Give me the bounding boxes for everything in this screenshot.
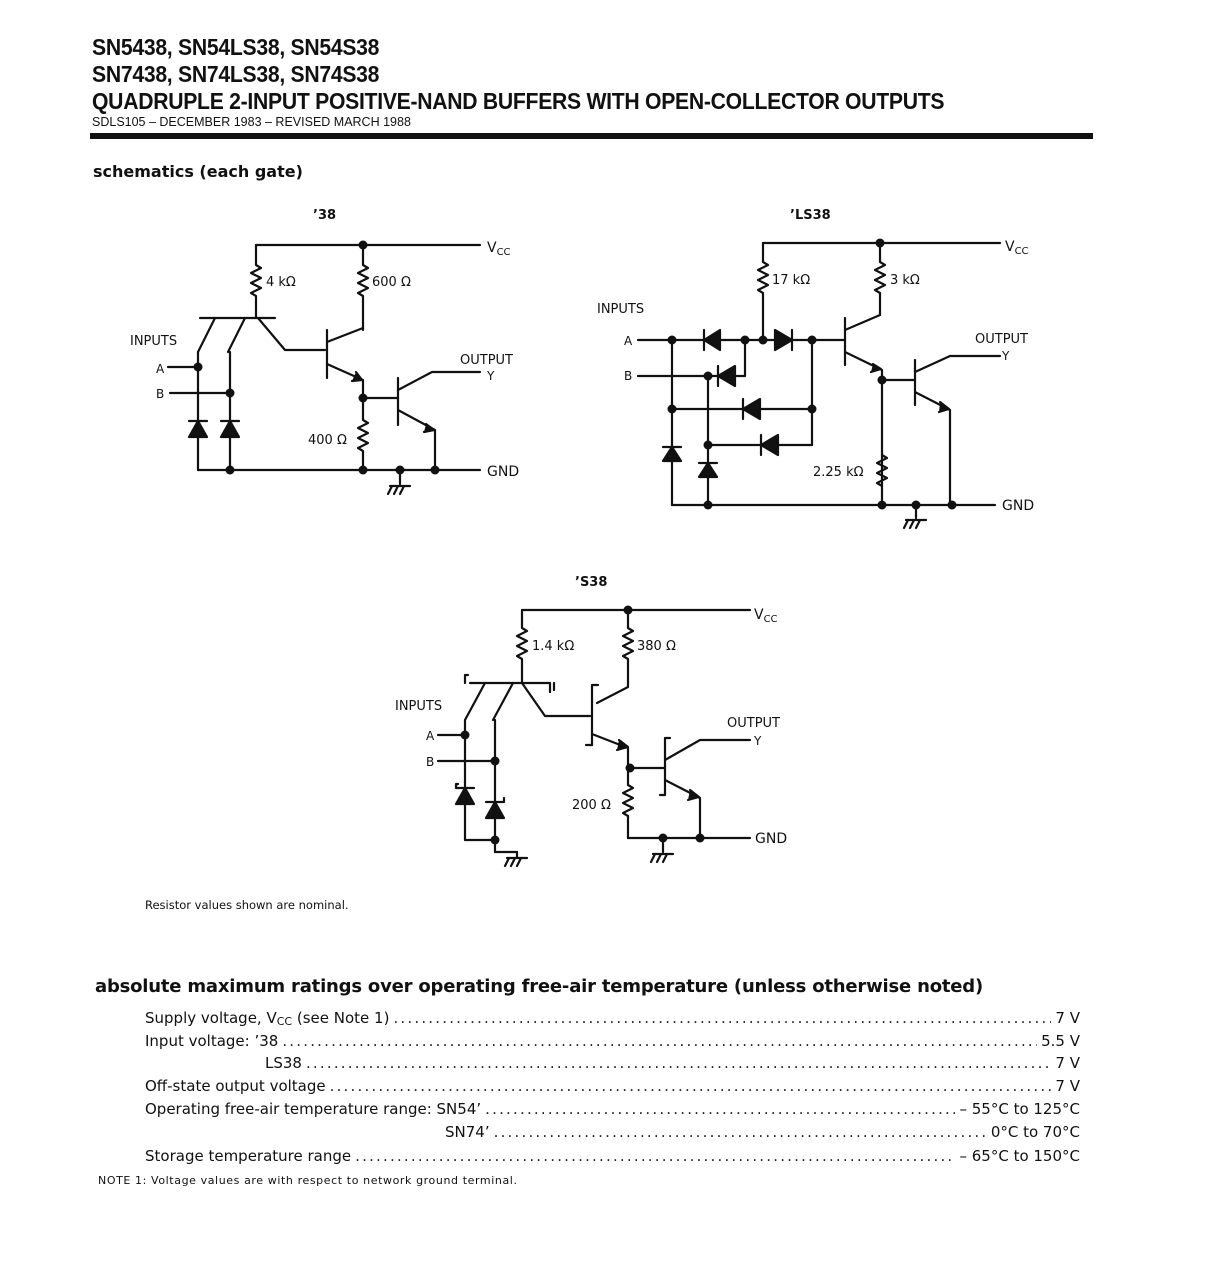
rating-row: Storage temperature range ..............…	[145, 1147, 1080, 1165]
svg-text:OUTPUT: OUTPUT	[460, 353, 513, 368]
svg-text:A: A	[156, 362, 165, 376]
schematics-diagram: ’38 VCC 4 kΩ 600 Ω INPUTS A B 400 Ω	[130, 208, 1034, 868]
resistor-400-label: 400 Ω	[308, 433, 347, 448]
svg-text:1.4 kΩ: 1.4 kΩ	[532, 639, 574, 654]
svg-text:GND: GND	[755, 831, 787, 847]
svg-text:VCC: VCC	[754, 607, 778, 625]
document-header: SN5438, SN54LS38, SN54S38 SN7438, SN74LS…	[92, 34, 1092, 129]
rating-row: SN74’ ..................................…	[445, 1123, 1080, 1141]
svg-text:’LS38: ’LS38	[790, 208, 831, 223]
schematic-s38: ’S38 VCC 1.4 kΩ 380 Ω INPUTS A B	[395, 575, 787, 868]
part-numbers-line-1: SN5438, SN54LS38, SN54S38	[92, 34, 380, 60]
svg-text:A: A	[624, 334, 633, 348]
svg-text:B: B	[624, 369, 632, 383]
document-title: QUADRUPLE 2-INPUT POSITIVE-NAND BUFFERS …	[92, 88, 945, 114]
rating-row: Supply voltage, VCC (see Note 1) .......…	[145, 1009, 1080, 1028]
schematic-38: ’38 VCC 4 kΩ 600 Ω INPUTS A B 400 Ω	[130, 208, 519, 496]
resistor-4k-label: 4 kΩ	[266, 275, 296, 290]
svg-text:B: B	[426, 755, 434, 769]
part-numbers-line-2: SN7438, SN74LS38, SN74S38	[92, 61, 380, 87]
schematic-ls38: ’LS38 VCC 17 kΩ 3 kΩ INPUTS A B	[597, 208, 1034, 530]
svg-text:2.25 kΩ: 2.25 kΩ	[813, 465, 864, 480]
svg-text:B: B	[156, 387, 164, 401]
svg-text:3 kΩ: 3 kΩ	[890, 273, 920, 288]
resistor-600-label: 600 Ω	[372, 275, 411, 290]
svg-text:Y: Y	[1001, 349, 1010, 363]
svg-text:GND: GND	[487, 464, 519, 480]
svg-text:INPUTS: INPUTS	[597, 302, 644, 317]
svg-text:A: A	[426, 729, 435, 743]
svg-text:17 kΩ: 17 kΩ	[772, 273, 810, 288]
svg-text:Y: Y	[486, 369, 495, 383]
svg-text:OUTPUT: OUTPUT	[975, 332, 1028, 347]
rating-row: Input voltage: ’38 .....................…	[145, 1032, 1080, 1050]
document-revision: SDLS105 – DECEMBER 1983 – REVISED MARCH …	[92, 115, 411, 129]
header-rule	[90, 133, 1093, 139]
rating-row: Operating free-air temperature range: SN…	[145, 1100, 1080, 1118]
svg-text:OUTPUT: OUTPUT	[727, 716, 780, 731]
rating-row: Off-state output voltage ...............…	[145, 1077, 1080, 1095]
schematic-38-title: ’38	[313, 208, 336, 223]
ratings-note: NOTE 1: Voltage values are with respect …	[98, 1174, 518, 1187]
svg-text:INPUTS: INPUTS	[395, 699, 442, 714]
svg-text:Y: Y	[753, 734, 762, 748]
svg-text:200 Ω: 200 Ω	[572, 798, 611, 813]
ratings-heading: absolute maximum ratings over operating …	[95, 976, 984, 997]
rating-row: LS38 ...................................…	[265, 1054, 1080, 1072]
svg-text:INPUTS: INPUTS	[130, 334, 177, 349]
svg-text:GND: GND	[1002, 498, 1034, 514]
svg-text:380 Ω: 380 Ω	[637, 639, 676, 654]
svg-text:VCC: VCC	[1005, 239, 1029, 257]
resistor-footnote: Resistor values shown are nominal.	[145, 898, 349, 912]
schematics-heading: schematics (each gate)	[93, 162, 303, 181]
svg-text:’S38: ’S38	[575, 575, 607, 590]
svg-text:VCC: VCC	[487, 240, 511, 258]
